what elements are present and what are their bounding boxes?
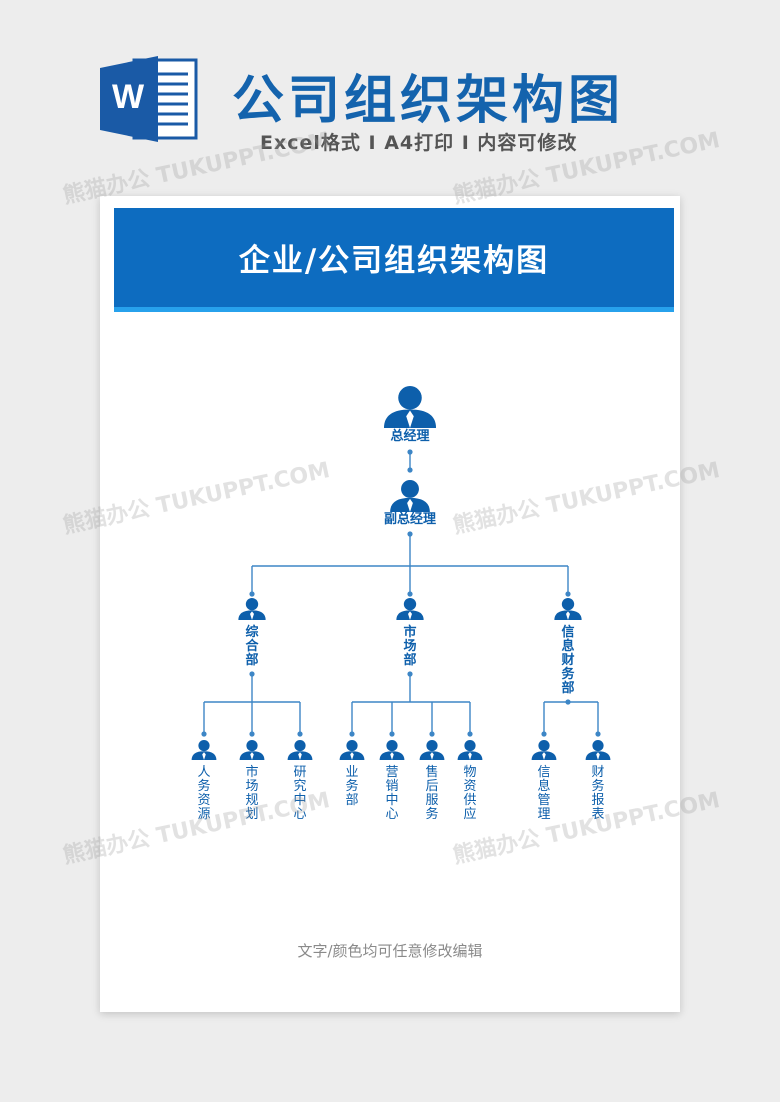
- banner-title: 企业/公司组织架构图: [238, 243, 550, 279]
- connector-dot: [201, 731, 207, 737]
- connector-dot: [565, 591, 571, 597]
- org-node-label: 总经理: [390, 429, 430, 444]
- org-node-label: 业务部: [345, 765, 359, 808]
- connector-dot: [349, 731, 355, 737]
- document-page: 企业/公司组织架构图 总经理副总经理综合部人务资源 市场规划 研究中心 市场部业务部 营…: [100, 196, 680, 1012]
- person-icon: [554, 598, 582, 620]
- connector-dot: [249, 731, 255, 737]
- connector-dot: [389, 731, 395, 737]
- org-node-label: 人务资源: [197, 765, 211, 822]
- word-icon: W: [100, 56, 198, 142]
- connector-dot: [249, 591, 255, 597]
- org-node-label: 物资供应: [463, 765, 477, 822]
- person-icon: [339, 740, 365, 760]
- connector-dot: [297, 731, 303, 737]
- connector-dot: [407, 591, 413, 597]
- org-chart: [191, 386, 611, 760]
- person-icon: [239, 740, 265, 760]
- org-node-label: 研究中心: [293, 765, 307, 822]
- promo-subtitle: Excel格式 I A4打印 I 内容可修改: [260, 132, 578, 154]
- connector-dot: [407, 467, 413, 473]
- person-icon: [287, 740, 313, 760]
- connector-dot: [541, 731, 547, 737]
- connector-dot: [429, 731, 435, 737]
- person-icon: [419, 740, 445, 760]
- person-icon: [390, 480, 430, 512]
- document-banner: 企业/公司组织架构图: [114, 208, 674, 312]
- org-node-label: 信息管理: [537, 765, 551, 822]
- connector-dot: [467, 731, 473, 737]
- footer-note: 文字/颜色均可任意修改编辑: [297, 942, 483, 960]
- org-node-label: 营销中心: [385, 765, 399, 822]
- promo-title: 公司组织架构图: [232, 71, 625, 131]
- org-node-label: 信息财务部: [561, 625, 575, 696]
- org-node-label: 市场部: [403, 625, 417, 668]
- svg-text:W: W: [112, 78, 145, 116]
- connector-dot: [595, 731, 601, 737]
- person-icon: [238, 598, 266, 620]
- org-node-label: 综合部: [245, 625, 259, 668]
- person-icon: [379, 740, 405, 760]
- org-node-label: 售后服务: [425, 765, 439, 822]
- org-node-label: 副总经理: [383, 512, 437, 527]
- person-icon: [396, 598, 424, 620]
- person-icon: [191, 740, 217, 760]
- person-icon: [585, 740, 611, 760]
- org-node-label: 财务报表: [591, 765, 605, 822]
- person-icon: [457, 740, 483, 760]
- person-icon: [531, 740, 557, 760]
- person-icon: [383, 386, 437, 428]
- org-node-label: 市场规划: [245, 765, 259, 822]
